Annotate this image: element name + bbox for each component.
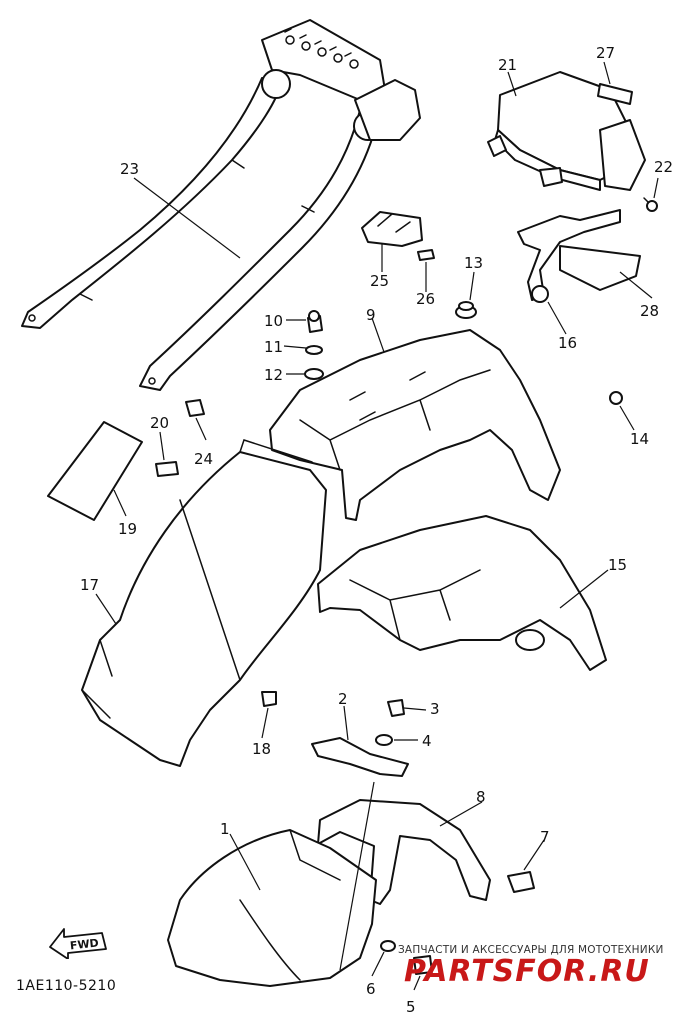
part-28-flap (517, 209, 641, 303)
part-25-bracket (361, 211, 423, 247)
callout-labels: 1 2 3 4 5 6 7 8 9 10 11 12 13 14 15 16 1… (80, 44, 673, 1016)
callout-9: 9 (366, 306, 376, 324)
callout-12: 12 (264, 366, 283, 384)
callout-20: 20 (150, 414, 169, 432)
callout-10: 10 (264, 312, 283, 330)
callout-13: 13 (464, 254, 483, 272)
part-14-fastener (609, 391, 623, 405)
callout-2: 2 (338, 690, 348, 708)
part-17-inner-fender (81, 439, 327, 767)
part-22-screw (643, 197, 658, 212)
callout-16: 16 (558, 334, 577, 352)
part-5-bolt (413, 955, 433, 975)
part-4-collar (375, 734, 393, 746)
callout-7: 7 (540, 828, 550, 846)
callout-8: 8 (476, 788, 486, 806)
watermark-caption: ЗАПЧАСТИ И АКСЕССУАРЫ ДЛЯ МОТОТЕХНИКИ (398, 944, 664, 956)
part-21-cowl (487, 71, 646, 191)
part-24-bolt (185, 399, 205, 417)
callout-17: 17 (80, 576, 99, 594)
callout-19: 19 (118, 520, 137, 538)
part-10-bolt (307, 310, 323, 333)
callout-15: 15 (608, 556, 627, 574)
part-9-rear-fender (269, 329, 561, 521)
callout-28: 28 (640, 302, 659, 320)
part-23-frame (21, 19, 421, 391)
callout-11: 11 (264, 338, 283, 356)
part-7-clip (507, 871, 535, 893)
callout-14: 14 (630, 430, 649, 448)
callout-5: 5 (406, 998, 416, 1016)
leader-lines (95, 61, 659, 991)
callout-1: 1 (220, 820, 230, 838)
part-19-plate (47, 421, 143, 521)
part-13-grommet (455, 301, 477, 319)
part-20-reflector (155, 461, 179, 477)
callout-4: 4 (422, 732, 432, 750)
callout-21: 21 (498, 56, 517, 74)
part-18-screw (261, 691, 277, 707)
part-3-bolt (387, 699, 405, 717)
part-1-front-fender (167, 829, 377, 987)
callout-6: 6 (366, 980, 376, 998)
callout-22: 22 (654, 158, 673, 176)
part-27-label (597, 83, 633, 105)
callout-24: 24 (194, 450, 213, 468)
part-11-washer (305, 345, 323, 355)
callout-26: 26 (416, 290, 435, 308)
watermark-logo: PARTSFOR.RU (404, 954, 650, 989)
diagram-code: 1AE110-5210 (16, 978, 117, 994)
fwd-label: FWD (69, 936, 99, 952)
part-26-screw (417, 249, 435, 261)
part-6-washer (380, 940, 396, 952)
callout-18: 18 (252, 740, 271, 758)
callout-25: 25 (370, 272, 389, 290)
part-12-washer (304, 368, 324, 380)
part-2-bracket (311, 737, 409, 777)
callout-3: 3 (430, 700, 440, 718)
fwd-arrow-icon: FWD (49, 928, 107, 959)
callout-23: 23 (120, 160, 139, 178)
callout-27: 27 (596, 44, 615, 62)
part-15-fender-stay (317, 515, 607, 671)
